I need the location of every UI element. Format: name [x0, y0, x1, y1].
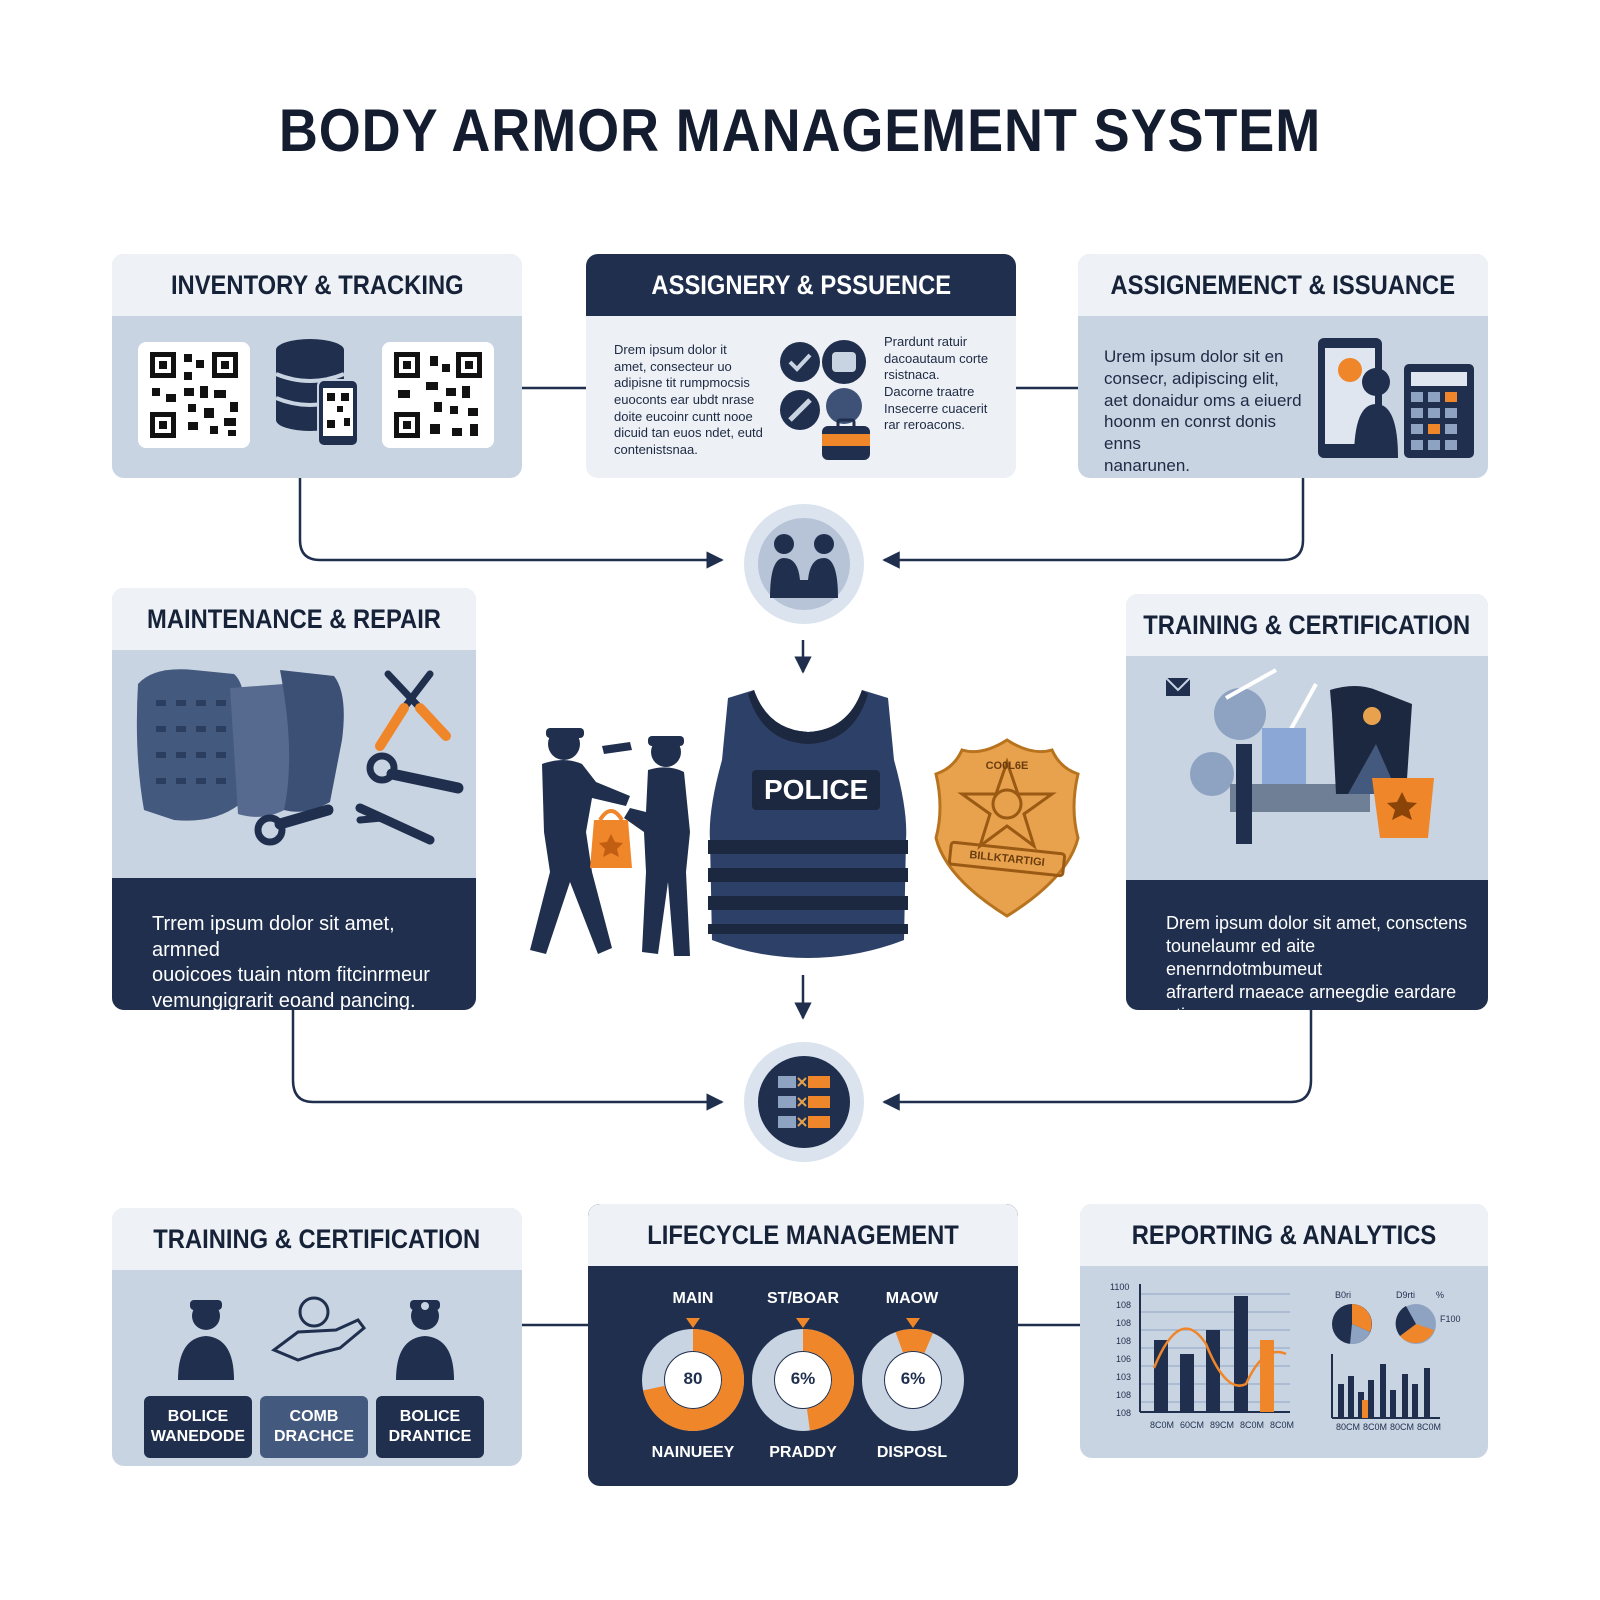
course-button-2[interactable]: COMB DRACHCE — [260, 1396, 368, 1458]
y-tick: 108 — [1116, 1408, 1132, 1418]
course-button-3[interactable]: BOLICE DRANTICE — [376, 1396, 484, 1458]
card-text-right: Prardunt ratuir dacoautaum corte rsistna… — [884, 334, 989, 433]
card-reporting-analytics: REPORTING & ANALYTICS 1100 108 108 108 1… — [1080, 1204, 1488, 1458]
page-title: BODY ARMOR MANAGEMENT SYSTEM — [278, 97, 1322, 164]
y-tick: 108 — [1116, 1318, 1132, 1328]
pie-charts — [1332, 1304, 1436, 1345]
small-bar-chart — [1331, 1354, 1440, 1419]
card-assignment-issuance: ASSIGNEMENCT & ISSUANCE Urem ipsum dolor… — [1078, 254, 1488, 478]
card-training-certification-bottom: TRAINING & CERTIFICATION BOLICE WANEDODE… — [112, 1208, 522, 1466]
y-tick: 1100 — [1110, 1282, 1130, 1292]
lifecycle-bottom-label-1: NAINUEEY — [651, 1444, 735, 1461]
card-text: Trrem ipsum dolor sit amet, armned ouoic… — [152, 913, 430, 1010]
lifecycle-top-label-2: ST/BOAR — [767, 1290, 839, 1307]
x-tick: 8C0M — [1270, 1420, 1295, 1430]
card-heading: TRAINING & CERTIFICATION — [1126, 594, 1488, 656]
card-maintenance-repair: MAINTENANCE & REPAIR Trrem ipsum dolor s… — [112, 588, 476, 1010]
pie-label: % — [1436, 1290, 1445, 1300]
lifecycle-bottom-label-2: PRADDY — [769, 1444, 837, 1461]
y-tick: 103 — [1116, 1372, 1132, 1382]
lifecycle-value-3: 6% — [900, 1369, 926, 1388]
pie-label: F100 — [1440, 1314, 1461, 1324]
card-text: Urem ipsum dolor sit en consecr, adipisc… — [1104, 347, 1302, 475]
lifecycle-top-label-3: MAOW — [885, 1290, 939, 1307]
assignment-icons — [780, 340, 870, 460]
card-assignery-pssuence: ASSIGNERY & PSSUENCE Drem ipsum dolor it… — [586, 254, 1016, 478]
vest-label: POLICE — [752, 770, 881, 810]
police-badge-icon — [934, 738, 1080, 918]
lifecycle-value-2: 6% — [790, 1369, 816, 1388]
officers-handover-icon — [530, 728, 690, 956]
card-training-certification-right: TRAINING & CERTIFICATION Drem ipsum dolo… — [1126, 594, 1488, 1010]
card-heading: REPORTING & ANALYTICS — [1080, 1204, 1488, 1266]
y-tick: 108 — [1116, 1336, 1132, 1346]
x-tick: 8C0M — [1150, 1420, 1175, 1430]
small-x-tick: 8C0M — [1417, 1422, 1442, 1432]
course-button-1[interactable]: BOLICE WANEDODE — [144, 1396, 252, 1458]
small-x-tick: 80CM — [1390, 1422, 1415, 1432]
database-phone-icon — [275, 339, 359, 447]
y-tick: 108 — [1116, 1390, 1132, 1400]
lifecycle-value-1: 80 — [683, 1369, 703, 1388]
card-inventory-tracking: INVENTORY & TRACKING — [112, 254, 522, 478]
x-tick: 60CM — [1180, 1420, 1205, 1430]
y-tick: 108 — [1116, 1300, 1132, 1310]
card-heading: ASSIGNERY & PSSUENCE — [586, 254, 1016, 316]
card-heading: LIFECYCLE MANAGEMENT — [588, 1204, 1018, 1266]
qr-code-icon — [382, 342, 494, 448]
handshake-icon — [744, 504, 864, 624]
card-lifecycle-management: LIFECYCLE MANAGEMENT MAIN ST/BOAR MAOW 8… — [588, 1204, 1018, 1486]
armor-plates-tools-icon — [136, 669, 464, 846]
pie-label: B0ri — [1335, 1290, 1352, 1300]
checklist-icon — [744, 1042, 864, 1162]
tablet-calculator-icon — [1318, 338, 1474, 458]
bar-line-chart — [1139, 1284, 1290, 1413]
card-text-left: Drem ipsum dolor it amet, consecteur uo … — [614, 342, 763, 457]
badge-top-text: CO0L6E — [985, 760, 1029, 772]
card-heading: INVENTORY & TRACKING — [112, 254, 522, 316]
qr-code-icon — [138, 342, 250, 448]
card-heading: ASSIGNEMENCT & ISSUANCE — [1078, 254, 1488, 316]
card-text: Drem ipsum dolor sit amet, consctens tou… — [1166, 913, 1468, 1010]
card-heading: MAINTENANCE & REPAIR — [112, 588, 476, 650]
lifecycle-bottom-label-3: DISPOSL — [876, 1444, 948, 1461]
officer-icons — [178, 1296, 454, 1380]
lifecycle-top-label-1: MAIN — [672, 1290, 714, 1307]
lifecycle-donuts — [642, 1318, 964, 1431]
card-heading: TRAINING & CERTIFICATION — [112, 1208, 522, 1270]
small-x-tick: 80CM — [1336, 1422, 1361, 1432]
y-tick: 106 — [1116, 1354, 1132, 1364]
pie-label: D9rti — [1396, 1290, 1416, 1300]
x-tick: 8C0M — [1240, 1420, 1265, 1430]
x-tick: 89CM — [1210, 1420, 1235, 1430]
police-vest-icon — [708, 690, 908, 958]
training-equipment-icon — [1165, 668, 1434, 844]
small-x-tick: 8C0M — [1363, 1422, 1388, 1432]
